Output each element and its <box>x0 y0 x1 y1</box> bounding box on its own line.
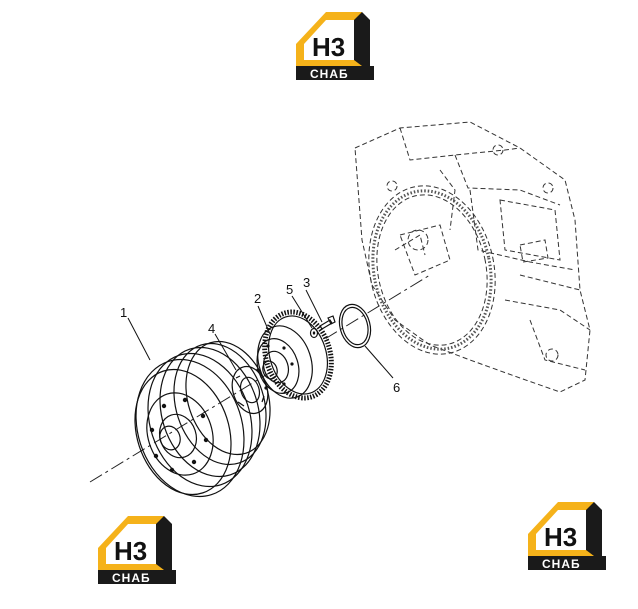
brand-logo-bottom-right: Н3 СНАБ <box>528 502 606 571</box>
part-o-ring <box>338 303 372 349</box>
callout-1: 1 <box>120 305 127 320</box>
leader-lines <box>127 289 394 379</box>
center-axis <box>89 274 431 483</box>
callout-4: 4 <box>208 321 215 336</box>
logo-sub: СНАБ <box>112 571 151 585</box>
callout-3: 3 <box>303 275 310 290</box>
logo-sub: СНАБ <box>310 67 349 81</box>
part-washer <box>309 327 319 339</box>
callout-2: 2 <box>254 291 261 306</box>
transmission-housing <box>354 121 591 393</box>
callout-5: 5 <box>286 282 293 297</box>
callout-6: 6 <box>393 380 400 395</box>
part-flex-plate <box>231 365 269 415</box>
brand-logo-top: Н3 СНАБ <box>296 12 374 81</box>
logo-mark: Н3 <box>312 32 345 62</box>
logo-sub: СНАБ <box>542 557 581 571</box>
logo-mark: Н3 <box>114 536 147 566</box>
logo-mark: Н3 <box>544 522 577 552</box>
brand-logo-bottom-left: Н3 СНАБ <box>98 516 176 585</box>
part-torque-converter <box>134 340 271 498</box>
part-bolt <box>319 315 336 330</box>
